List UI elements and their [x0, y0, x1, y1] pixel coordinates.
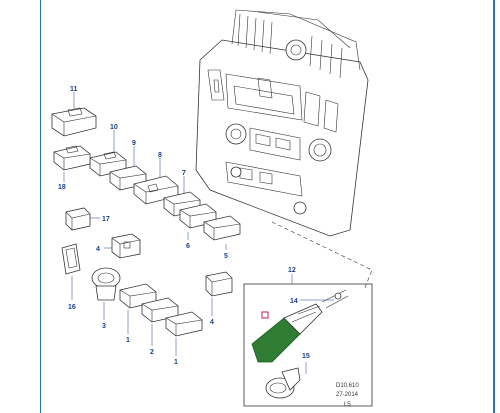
- callout-7: 7: [182, 170, 186, 177]
- drawing-sheet: L5: [344, 402, 351, 408]
- callout-3: 3: [102, 323, 106, 330]
- drawing-date: 27-2014: [336, 392, 359, 398]
- switch-part-18: [53, 145, 91, 171]
- switch-part-4b: [205, 271, 233, 297]
- callout-2: 2: [150, 349, 154, 356]
- callout-17: 17: [102, 216, 110, 223]
- switch-part-11: [51, 107, 97, 137]
- drawing-code: D10.610: [336, 383, 359, 389]
- callout-15: 15: [302, 353, 310, 360]
- connection-dash-line: [271, 221, 373, 291]
- switch-part-16: [61, 243, 81, 275]
- page-left-border: [40, 0, 41, 413]
- switch-part-4: [111, 233, 141, 259]
- callout-14: 14: [290, 298, 298, 305]
- switch-part-17: [65, 207, 91, 231]
- page-right-border: [493, 0, 495, 413]
- switch-part-5: [203, 215, 241, 241]
- callout-16: 16: [68, 304, 76, 311]
- callout-12: 12: [288, 267, 296, 274]
- callout-11: 11: [70, 86, 78, 93]
- callout-6: 6: [186, 243, 190, 250]
- callout-4-right: 4: [210, 319, 214, 326]
- callout-4: 4: [96, 246, 100, 253]
- callout-1-right: 1: [174, 359, 178, 366]
- callout-8: 8: [158, 152, 162, 159]
- callout-18: 18: [58, 184, 66, 191]
- lighter-socket-highlighted: [251, 289, 349, 363]
- callout-10: 10: [110, 124, 118, 131]
- callout-1-left: 1: [126, 337, 130, 344]
- switch-part-3: [91, 267, 121, 301]
- detail-box: [243, 283, 373, 407]
- switch-part-1b: [165, 311, 203, 337]
- leader-lines: [63, 92, 334, 374]
- callout-5: 5: [224, 253, 228, 260]
- callout-9: 9: [132, 140, 136, 147]
- lighter-cap-15: [265, 367, 301, 399]
- dashboard-console: [195, 9, 369, 237]
